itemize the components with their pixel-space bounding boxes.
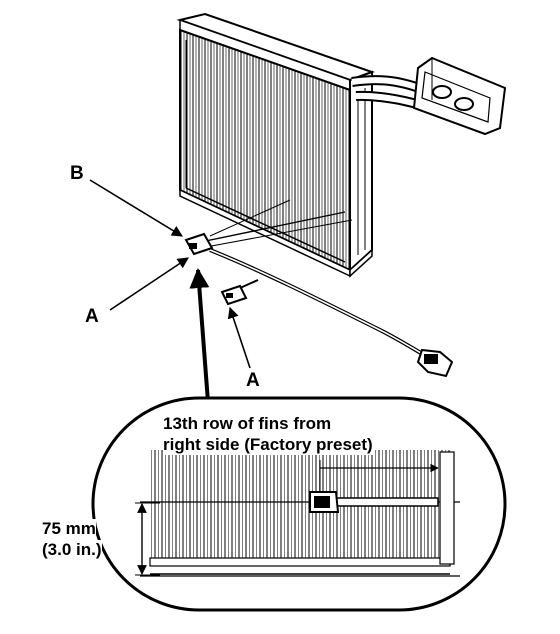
dimension-in: (3.0 in.) [42,540,102,560]
dimension-mm: 75 mm [42,519,96,539]
callout-arrows [89,179,251,403]
label-b: B [70,163,84,184]
fin-row-note-line2: right side (Factory preset) [163,434,373,455]
refrigerant-pipes [351,56,507,136]
label-a-bottom: A [246,370,260,391]
evaporator-temperature-sensor [184,199,454,378]
label-a-left: A [85,306,99,327]
fin-row-note-line1: 13th row of fins from [163,413,332,434]
evaporator-core [176,12,375,278]
